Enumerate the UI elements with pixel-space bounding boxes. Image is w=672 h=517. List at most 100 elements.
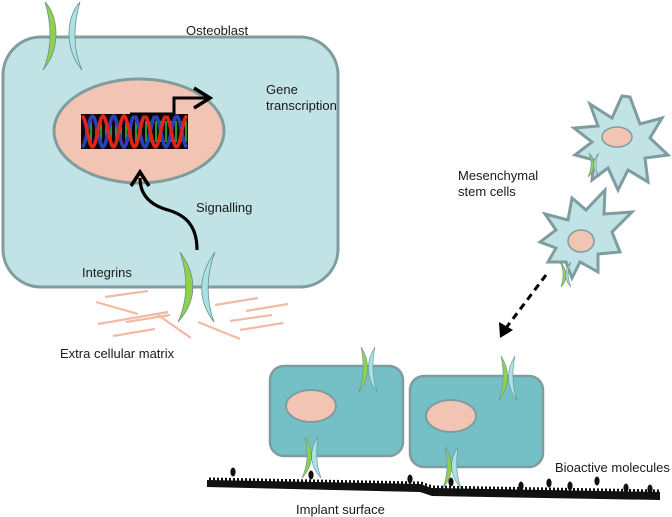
surface-tooth [517,487,519,490]
surface-tooth [369,480,371,484]
integrin-icon [177,251,216,323]
bioactive-molecules [230,467,653,494]
surface-tooth [405,481,407,485]
label-implant-surface: Implant surface [296,502,385,517]
surface-tooth [537,487,539,491]
surface-tooth [277,478,279,482]
surface-tooth [261,478,263,482]
dna-strand-red [80,113,189,149]
integrin-icon [498,355,518,401]
label-integrins: Integrins [82,265,132,280]
surface-tooth [533,487,535,491]
surface-tooth [397,481,399,485]
surface-tooth [305,479,307,483]
implant-surface [207,477,660,500]
surface-tooth [617,488,619,492]
surface-tooth [241,478,243,482]
surface-tooth [633,489,635,492]
label-msc-line2: stem cells [458,184,516,199]
surface-tooth [593,488,595,492]
surface-tooth [333,479,335,483]
surface-tooth [285,479,287,482]
surface-tooth [541,487,543,491]
surface-tooth [421,481,423,485]
transcription-arrow-icon [130,86,214,116]
surface-tooth [313,479,315,483]
surface-tooth [493,486,495,490]
surface-tooth [613,488,615,492]
label-msc-line1: Mesenchymal [458,168,538,183]
surface-tooth [621,488,623,492]
surface-tooth [629,489,631,492]
surface-tooth [605,488,607,492]
surface-tooth [385,480,387,484]
surface-tooth [497,486,499,490]
surface-tooth [253,478,255,482]
integrin-icon [358,346,378,393]
surface-tooth [577,488,579,491]
surface-tooth [501,486,503,490]
label-gene-transcription-line1: Gene [266,82,298,97]
migration-arrow-icon [499,274,548,338]
surface-tooth [529,487,531,491]
surface-tooth [321,479,323,483]
surface-tooth [489,486,491,490]
extracellular-matrix [95,289,289,341]
surface-tooth [573,488,575,491]
surface-tooth [377,480,379,484]
surface-tooth [325,479,327,483]
surface-tooth [565,487,567,491]
surface-tooth [345,480,347,484]
surface-tooth [357,480,359,484]
surface-tooth [293,479,295,483]
surface-tooth [329,479,331,483]
surface-tooth [381,480,383,484]
surface-tooth [301,479,303,483]
surface-tooth [453,485,455,489]
label-extracellular-matrix: Extra cellular matrix [60,346,175,361]
surface-tooth [425,483,427,487]
surface-tooth [337,479,339,483]
surface-tooth [485,486,487,490]
surface-tooth [585,488,587,492]
surface-tooth [653,489,655,493]
surface-tooth [225,477,227,481]
surface-tooth [373,480,375,484]
surface-tooth [281,478,283,482]
surface-tooth [457,485,459,489]
surface-tooth [657,489,659,493]
surface-tooth [449,485,451,489]
surface-tooth [437,485,439,489]
surface-tooth [597,488,599,492]
surface-tooth [365,480,367,484]
surface-tooth [553,487,555,491]
surface-tooth [221,477,223,481]
surface-tooth [469,486,471,490]
surface-tooth [297,479,299,483]
attached-osteoblast [268,364,405,458]
surface-tooth [505,486,507,490]
surface-tooth [545,487,547,491]
surface-tooth [601,488,603,492]
surface-tooth [389,480,391,484]
surface-tooth [481,486,483,490]
surface-tooth [349,480,351,484]
surface-tooth [445,485,447,489]
surface-tooth [393,481,395,484]
surface-tooth [557,487,559,491]
dna-icon [80,113,189,150]
label-gene-transcription-line2: transcription [266,98,337,113]
surface-tooth [477,486,479,490]
surface-tooth [637,489,639,493]
surface-tooth [353,480,355,484]
surface-tooth [581,488,583,492]
label-bioactive-molecules: Bioactive molecules [555,460,670,475]
surface-tooth [229,477,231,481]
label-osteoblast: Osteoblast [186,23,249,38]
surface-tooth [433,485,435,489]
surface-tooth [413,481,415,485]
surface-tooth [213,477,215,481]
surface-tooth [341,480,343,483]
surface-tooth [441,485,443,489]
surface-tooth [509,486,511,490]
